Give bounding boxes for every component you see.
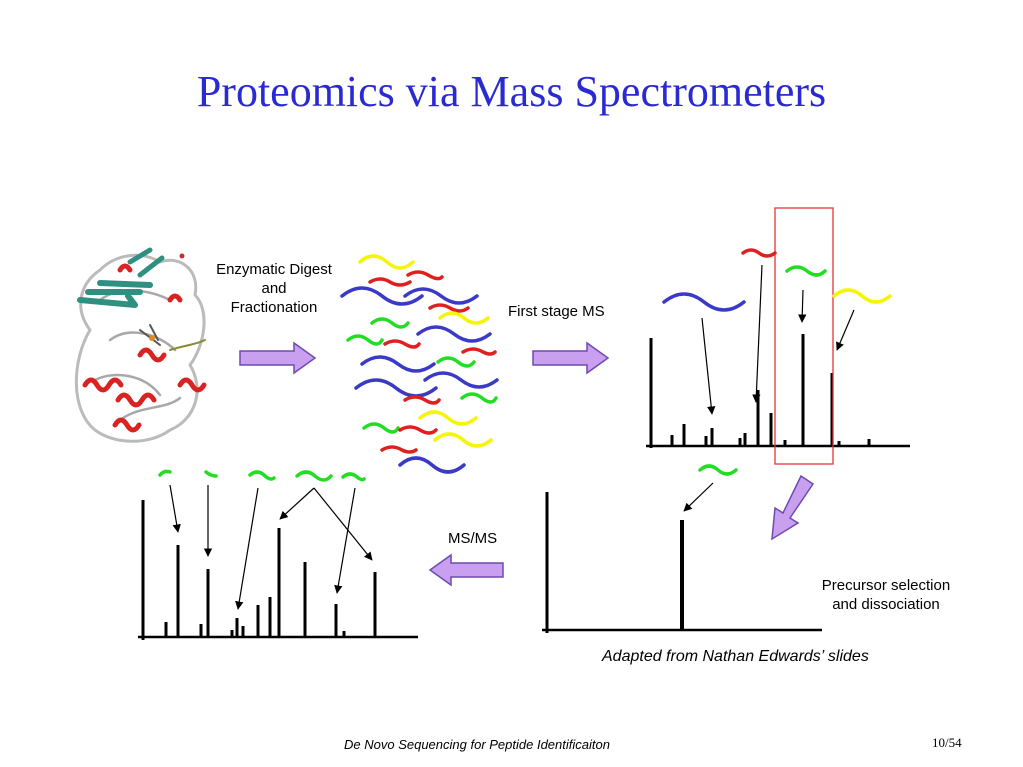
- and-line: and: [261, 280, 287, 297]
- left-arrow-icon: [428, 553, 504, 587]
- precursor-line-1: Precursor selection: [821, 577, 951, 594]
- right-arrow-icon: [532, 341, 610, 375]
- precursor-spectrum: [542, 464, 822, 633]
- enzymatic-digest-label: Enzymatic Digest and Fractionation: [196, 260, 352, 317]
- peptide-squiggles: [340, 254, 499, 474]
- footer-text: De Novo Sequencing for Peptide Identific…: [344, 737, 610, 752]
- first-stage-ms-spectrum: [646, 207, 910, 465]
- down-left-arrow-icon: [771, 474, 815, 541]
- enzymatic-digest-line: Enzymatic Digest: [216, 261, 332, 278]
- first-stage-ms-label: First stage MS: [508, 303, 605, 320]
- ms-ms-spectrum: [138, 469, 418, 640]
- page-number: 10/54: [932, 735, 962, 750]
- ms-ms-label: MS/MS: [448, 530, 498, 547]
- precursor-selection-label: Precursor selection and dissociation: [798, 576, 974, 614]
- slide-title: Proteomics via Mass Spectrometers: [196, 67, 827, 116]
- protein-structure-image: [74, 247, 207, 443]
- right-arrow-icon: [239, 341, 317, 375]
- precursor-line-2: and dissociation: [832, 596, 940, 613]
- selection-box: [774, 207, 834, 465]
- fractionation-line: Fractionation: [230, 299, 318, 316]
- attribution-caption: Adapted from Nathan Edwards’ slides: [602, 648, 869, 665]
